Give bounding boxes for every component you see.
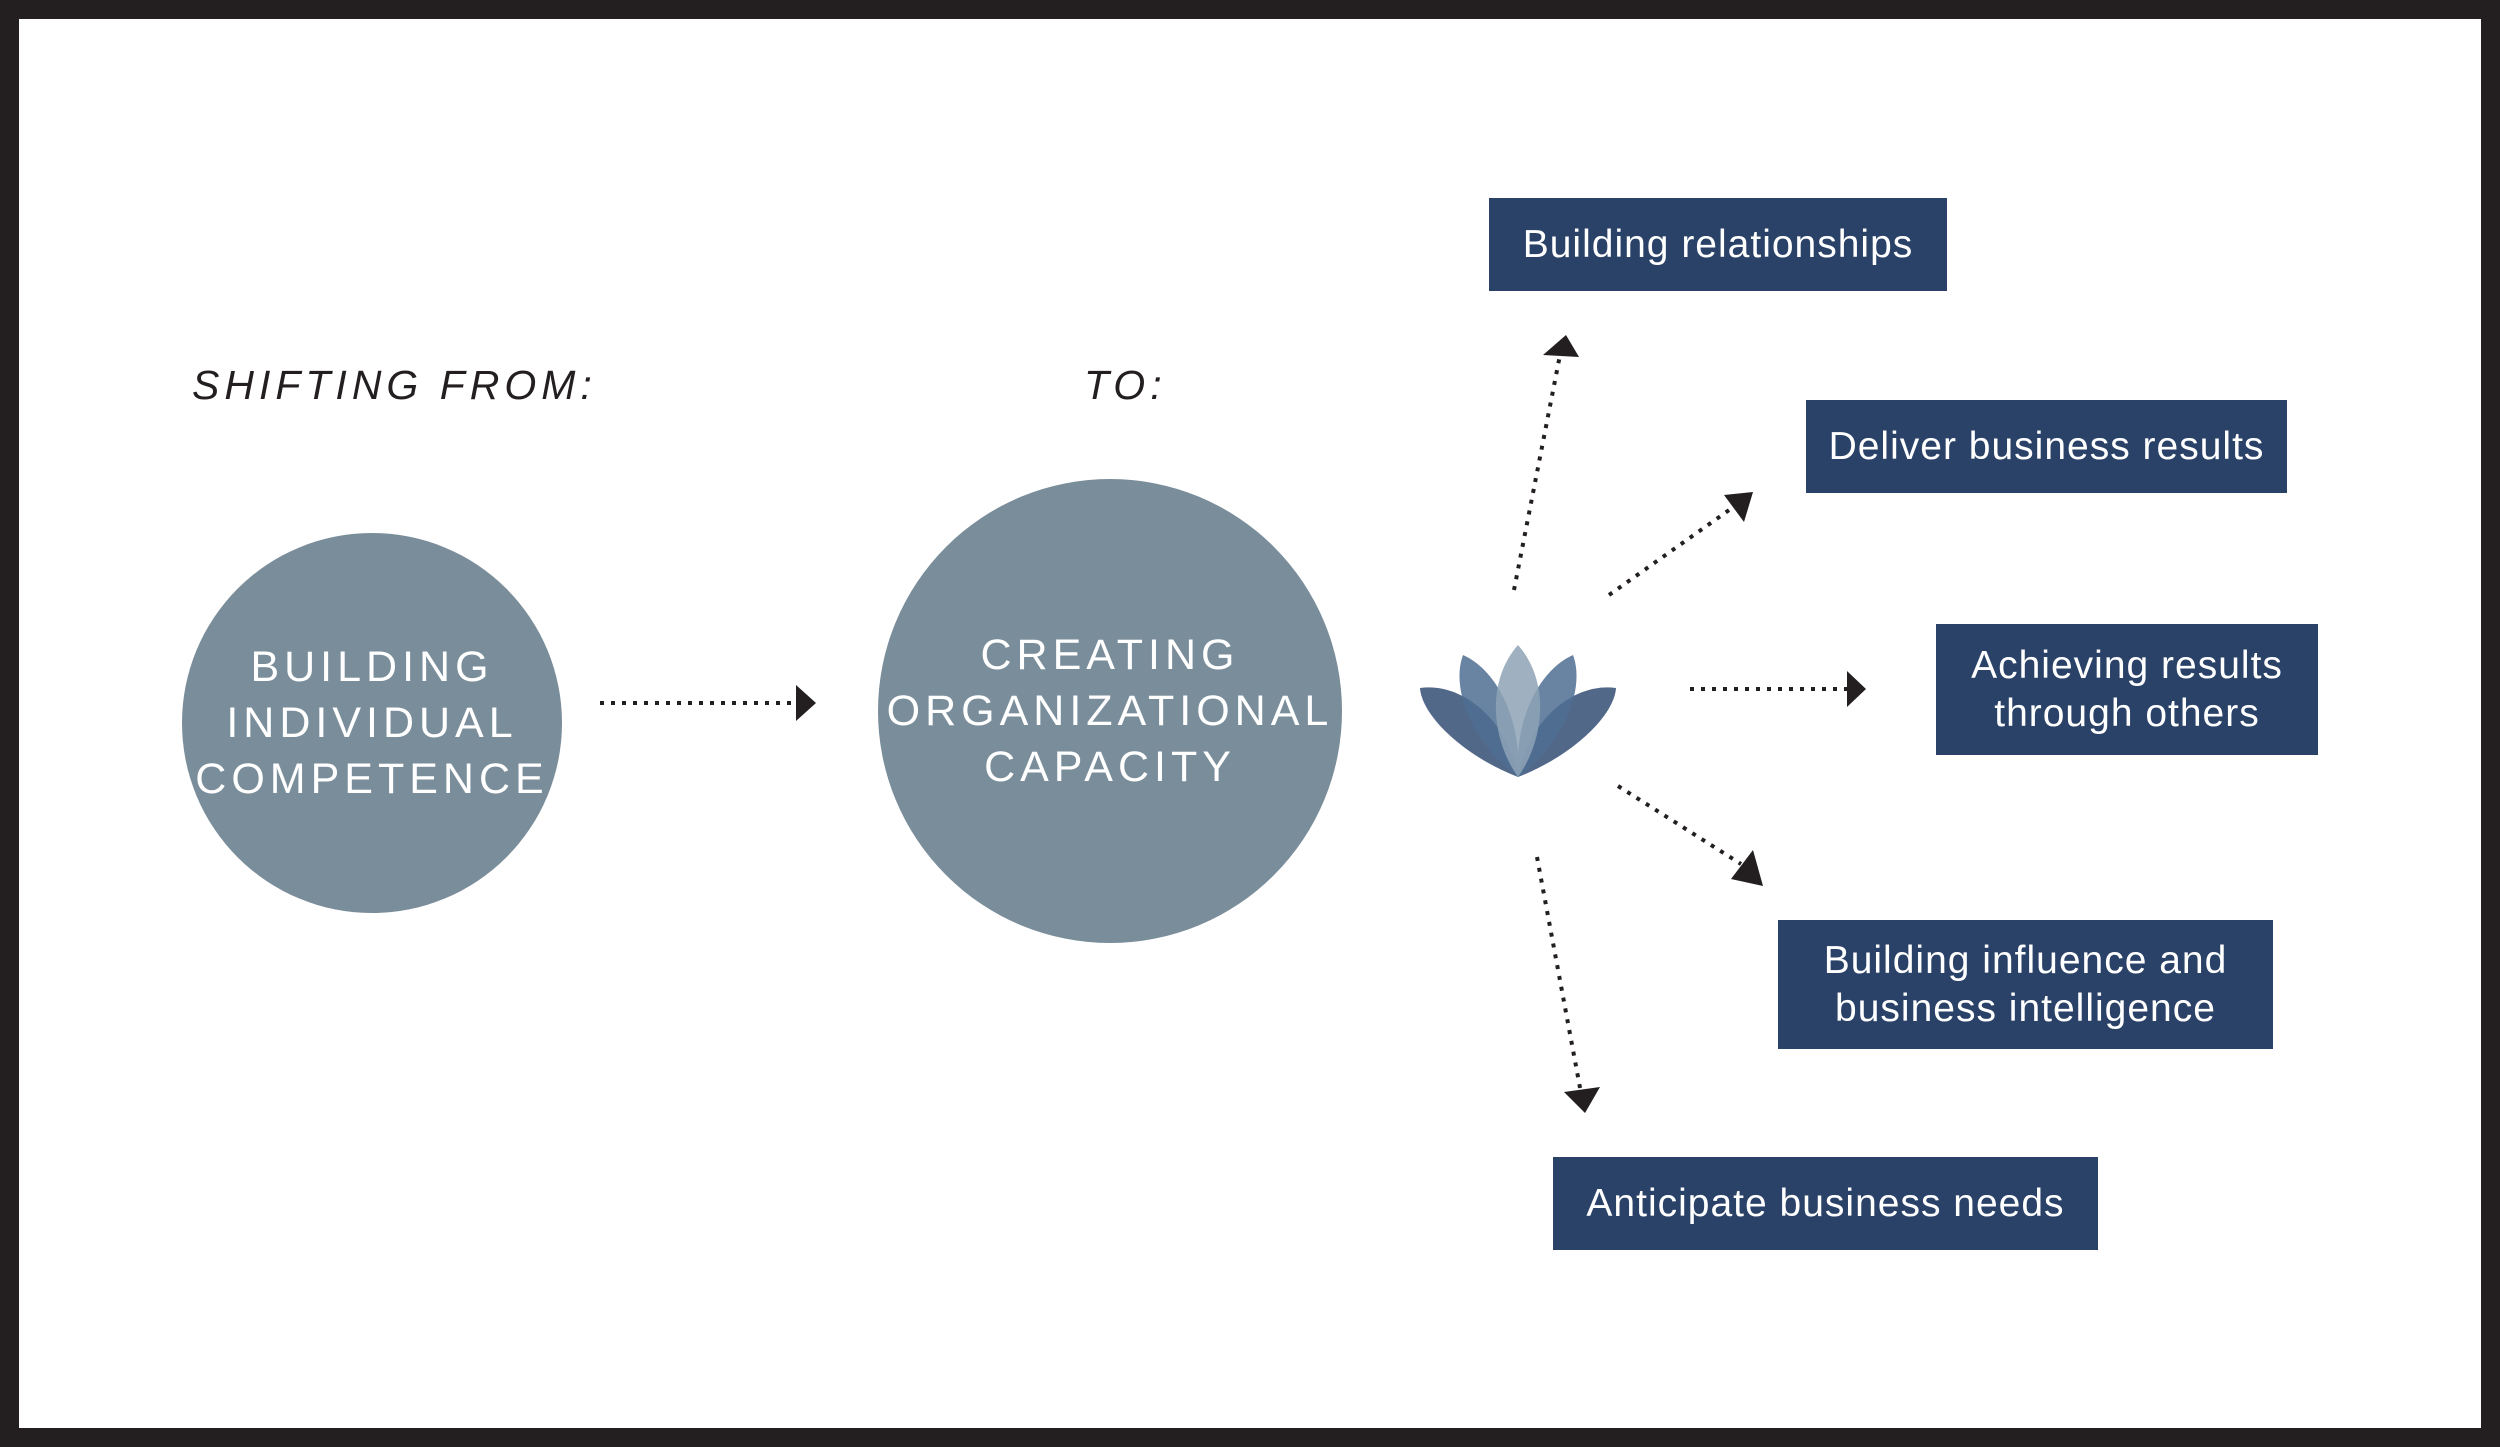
- outcome-box-building-influence: Building influence and business intellig…: [1778, 920, 2273, 1049]
- from-circle-label: BUILDING INDIVIDUAL COMPETENCE: [195, 643, 549, 803]
- from-circle: BUILDING INDIVIDUAL COMPETENCE: [182, 533, 562, 913]
- arrow-to-deliver-business-results: [1607, 492, 1753, 597]
- outcome-box-achieving-results: Achieving results through others: [1936, 624, 2318, 755]
- arrow-to-building-relationships: [1512, 335, 1579, 591]
- outcome-box-building-relationships: Building relationships: [1489, 198, 1947, 291]
- to-label: TO:: [1084, 362, 1167, 408]
- arrow-to-achieving-results: [1690, 671, 1866, 707]
- outcome-label: Achieving results through others: [1971, 643, 2283, 735]
- arrow-to-building-influence: [1616, 784, 1763, 886]
- lotus-icon: [1420, 645, 1616, 777]
- outcome-label: Building relationships: [1522, 222, 1914, 266]
- outcome-label: Deliver business results: [1828, 424, 2265, 468]
- shift-arrow: [600, 685, 816, 721]
- to-circle: CREATING ORGANIZATIONAL CAPACITY: [878, 479, 1342, 943]
- to-circle-label: CREATING ORGANIZATIONAL CAPACITY: [886, 631, 1334, 791]
- outcome-box-deliver-business-results: Deliver business results: [1806, 400, 2287, 493]
- shifting-from-label: SHIFTING FROM:: [192, 362, 597, 408]
- outcome-box-anticipate-business-needs: Anticipate business needs: [1553, 1157, 2098, 1250]
- outcome-label: Anticipate business needs: [1586, 1181, 2065, 1225]
- arrow-to-anticipate-business-needs: [1535, 856, 1600, 1113]
- outcome-label: Building influence and business intellig…: [1823, 938, 2228, 1030]
